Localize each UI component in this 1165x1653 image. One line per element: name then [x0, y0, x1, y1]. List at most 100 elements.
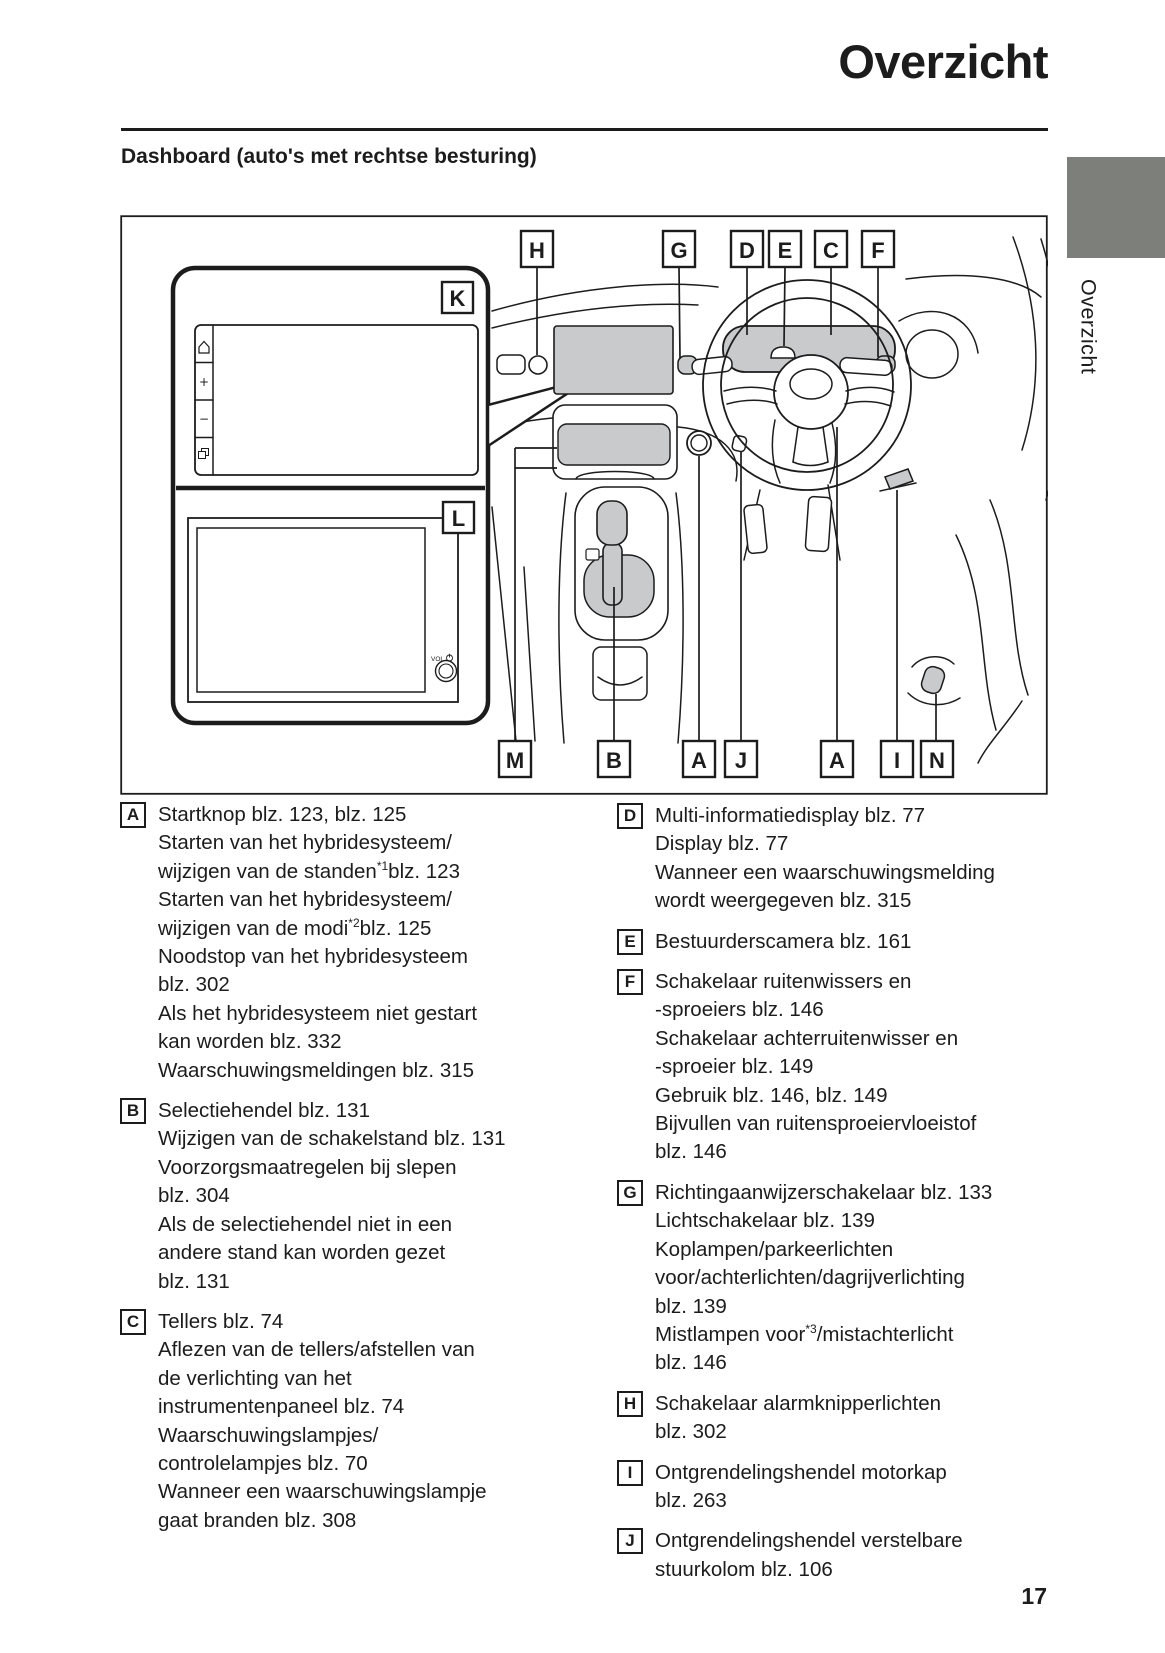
svg-text:D: D — [739, 238, 755, 263]
svg-text:G: G — [670, 238, 687, 263]
legend-section-H: H Schakelaar alarmknipperlichten blz. 302 — [617, 1390, 1057, 1447]
legend-line: wordt weergegeven blz. 315 — [655, 889, 912, 913]
svg-text:B: B — [606, 748, 622, 773]
plus-icon: + — [199, 375, 209, 389]
header-rule — [121, 128, 1048, 131]
legend-line: Bijvullen van ruitensproeiervloeistof — [655, 1112, 977, 1136]
legend-tag-C: C — [120, 1308, 146, 1335]
legend-lines: Schakelaar alarmknipperlichten blz. 302 — [655, 1390, 941, 1447]
cup-holder — [592, 646, 648, 701]
svg-text:A: A — [691, 748, 707, 773]
diagram-label-I: I — [879, 739, 915, 779]
shift-knob — [596, 500, 628, 546]
legend-line: Noodstop van het hybridesysteem — [158, 945, 468, 969]
svg-text:A: A — [829, 748, 845, 773]
legend-line: instrumentenpaneel blz. 74 — [158, 1395, 405, 1419]
hazard-switch — [528, 355, 548, 375]
chapter-tab-marker — [1067, 157, 1165, 258]
legend-line: controlelampjes blz. 70 — [158, 1451, 368, 1475]
legend-line: wijzigen van de standen*1blz. 123 — [158, 858, 460, 883]
multimedia-screen-k: + − — [194, 324, 479, 476]
svg-text:F: F — [871, 238, 884, 263]
svg-text:H: H — [529, 238, 545, 263]
legend-tag-D: D — [617, 803, 643, 829]
legend-line: gaat branden blz. 308 — [158, 1508, 357, 1532]
legend-section-F: F Schakelaar ruitenwissers en -sproeiers b… — [617, 968, 1057, 1167]
diagram-label-D: D — [729, 229, 765, 269]
diagram-label-H: H — [519, 229, 555, 269]
legend-line: Selectiehendel blz. 131 — [158, 1099, 370, 1123]
legend-line: blz. 302 — [655, 1420, 727, 1444]
legend-line: Startknop blz. 123, blz. 125 — [158, 803, 407, 826]
legend-line: blz. 304 — [158, 1184, 230, 1208]
diagram-label-M: M — [497, 739, 533, 779]
legend-tag-I: I — [617, 1459, 643, 1486]
audio-screen-l: VOL — [187, 517, 459, 703]
legend-line: Schakelaar alarmknipperlichten — [655, 1391, 942, 1415]
legend-line: blz. 302 — [158, 973, 230, 997]
legend-line: Display blz. 77 — [655, 832, 789, 856]
legend-line: blz. 139 — [655, 1294, 727, 1318]
legend-line: Wanneer een waarschuwingsmelding — [655, 860, 995, 884]
dashboard-diagram: + − VOL — [120, 215, 1063, 795]
legend-line: Aflezen van de tellers/afstellen van — [158, 1338, 475, 1362]
legend-tag-F: F — [617, 969, 643, 996]
legend-lines: Tellers blz. 74 Aflezen van de tellers/af… — [158, 1308, 487, 1535]
legend-line: blz. 131 — [158, 1269, 230, 1293]
callout-arrow — [486, 376, 593, 448]
hood-release-lever — [879, 468, 917, 492]
legend-line: Starten van het hybridesysteem/ — [158, 888, 452, 912]
svg-text:N: N — [929, 748, 945, 773]
legend-line: blz. 146 — [655, 1140, 727, 1164]
wiper-stalk — [839, 355, 896, 377]
legend-line: Gebruik blz. 146, blz. 149 — [655, 1083, 888, 1107]
section-heading: Dashboard (auto's met rechtse besturing) — [121, 145, 537, 168]
steering-hub — [773, 354, 849, 430]
legend-line: blz. 146 — [655, 1351, 727, 1375]
legend-line: Schakelaar achterruitenwisser en — [655, 1026, 959, 1050]
legend-lines: Bestuurderscamera blz. 161 — [655, 928, 911, 956]
home-icon — [198, 340, 210, 354]
legend-line: Schakelaar ruitenwissers en — [655, 970, 912, 994]
legend-tag-J: J — [617, 1528, 643, 1555]
storage-tray — [552, 404, 678, 480]
legend-line: Bestuurderscamera blz. 161 — [655, 929, 912, 953]
legend-line: -sproeiers blz. 146 — [655, 998, 824, 1022]
page-number: 17 — [1021, 1583, 1047, 1609]
svg-text:L: L — [452, 506, 465, 531]
legend-line: Waarschuwingsmeldingen blz. 315 — [158, 1058, 475, 1082]
diagram-label-G: G — [661, 229, 697, 269]
legend-line: Tellers blz. 74 — [158, 1309, 284, 1333]
start-button — [686, 430, 712, 456]
legend-tag-B: B — [120, 1098, 146, 1125]
diagram-label-E: E — [767, 229, 803, 269]
pages-icon — [198, 448, 209, 459]
legend-line: Multi-informatiedisplay blz. 77 — [655, 804, 926, 827]
legend-line: -sproeier blz. 149 — [655, 1055, 814, 1079]
legend-line: Als de selectiehendel niet in een — [158, 1212, 453, 1236]
legend-line: Mistlampen voor*3/mistachterlicht — [655, 1322, 954, 1346]
page-title: Overzicht — [838, 35, 1048, 88]
legend-line: Wijzigen van de schakelstand blz. 131 — [158, 1127, 506, 1151]
diagram-label-A2: A — [819, 739, 855, 779]
legend-line: Lichtschakelaar blz. 139 — [655, 1209, 875, 1233]
legend-line: Starten van het hybridesysteem/ — [158, 831, 452, 855]
legend-tag-H: H — [617, 1390, 643, 1417]
volume-knob-icon — [434, 659, 458, 683]
legend-section-D: D Multi-informatiedisplay blz. 77 Display … — [617, 802, 1057, 916]
diagram-label-N: N — [919, 739, 955, 779]
pedals — [743, 495, 833, 555]
diagram-label-K: K — [440, 280, 475, 315]
